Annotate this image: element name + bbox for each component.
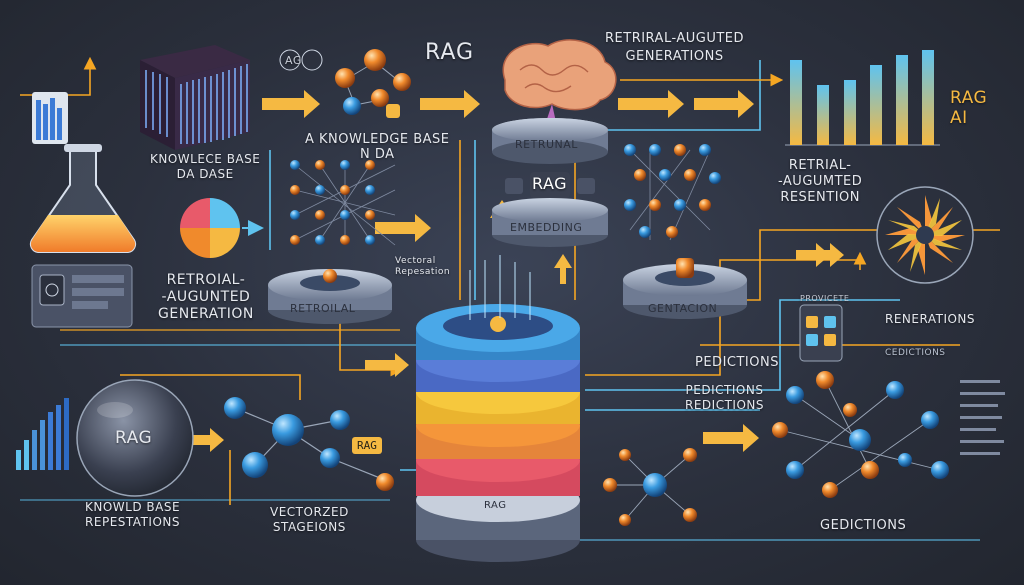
flask-icon: [29, 144, 137, 253]
predictive-label: PROVICETE: [800, 294, 850, 303]
rag-top-label: RAG: [425, 40, 475, 65]
rag-ai-label: RAG AI: [950, 88, 988, 128]
embedding-disk: [492, 172, 608, 247]
knowledge-base-repesentations-label: KNOWLD BASE REPESTATIONS: [85, 500, 181, 529]
pedictions-reidictions-label: PEDICTIONS REDICTIONS: [685, 383, 764, 412]
pedictions-top-label: PEDICTIONS: [695, 355, 779, 370]
device-panel-icon: [31, 264, 133, 328]
radial-chart-icon: [180, 198, 264, 258]
gentacion-label: GENTACION: [648, 302, 718, 315]
retrieval-disk-left: [268, 269, 392, 324]
network-bottom-right-icon: [603, 371, 1005, 526]
radial-burst-icon: [876, 186, 974, 284]
retrieval-augmented-resention-label: RETRIAL- -AUGUMTED RESENTION: [778, 158, 863, 205]
database-stack-icon: [416, 255, 580, 562]
mini-bar-chart-icon: [32, 92, 68, 144]
brain-icon: [502, 39, 617, 122]
neural-net-icon: [290, 160, 396, 246]
embedding-label: EMBEDDING: [510, 221, 583, 234]
neural-net-right-icon: [624, 144, 721, 241]
gentacion-disk: [623, 258, 747, 319]
bar-chart-left-icon: [16, 398, 69, 470]
retrieval-disk-center-label: RETRUNAL: [515, 138, 578, 151]
rag-stack-bottom-label: RAG: [484, 500, 507, 511]
vectorized-stageions-label: VECTORZED STAGEIONS: [270, 505, 349, 534]
retrieval-augmented-generations-label: RETRIRAL-AUGUTED GENERATIONS: [605, 31, 745, 64]
retrieval-disk-center: [492, 118, 608, 164]
molecule-bottom-left-icon: [224, 397, 394, 491]
knowledge-base-left-label: KNOWLECE BASE DA DASE: [150, 152, 261, 181]
retrieval-disk-left-label: RETROILAL: [290, 302, 356, 315]
rag-sphere-label: RAG: [115, 428, 153, 448]
small-ag-label: AG: [285, 54, 302, 67]
retrieval-augmented-generation-left-label: RETROIAL- -AUGUNTED GENERATION: [158, 272, 254, 322]
rag-center-label: RAG: [532, 174, 568, 193]
control-panel-icon: [799, 304, 843, 362]
gedictions-label: GEDICTIONS: [820, 518, 907, 533]
molecule-cluster-icon: [279, 49, 411, 118]
renerations-label: RENERATIONS: [885, 312, 976, 326]
data-cube-icon: [140, 45, 250, 150]
knowledge-base-top-label: A KNOWLEDGE BASE N DA: [305, 132, 450, 162]
bar-chart-right-icon: [785, 50, 940, 146]
cedictions-small-label: CEDICTIONS: [885, 348, 946, 358]
sphere-icon: [76, 379, 194, 497]
vectoral-repesation-label: Vectoral Repesation: [395, 256, 451, 277]
rag-tag-label: RAG: [352, 437, 382, 454]
